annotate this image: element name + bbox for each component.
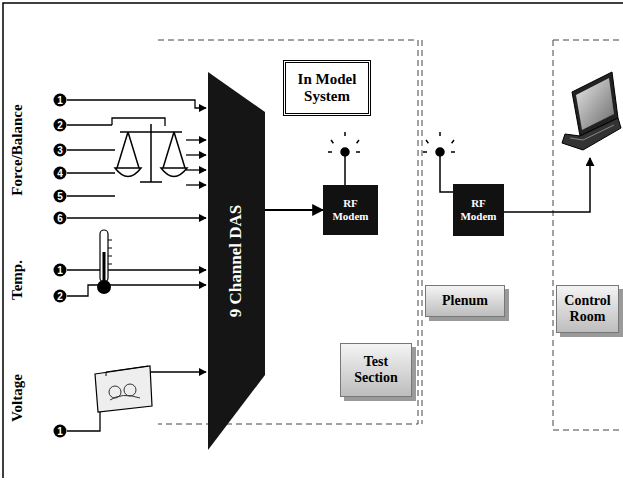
callout-number: 4	[54, 167, 67, 180]
callout-number: 3	[54, 144, 67, 157]
node-text: Test Section	[347, 354, 405, 386]
callout-number: 2	[54, 290, 67, 303]
data-link	[502, 158, 590, 212]
group-label: Voltage	[9, 374, 26, 422]
callout-number: 5	[54, 190, 67, 203]
balance-symbol	[115, 124, 187, 182]
system-label-box: In Model System	[283, 60, 371, 116]
frame	[3, 3, 623, 478]
callout-number: 2	[54, 119, 67, 132]
antenna	[328, 132, 457, 192]
node-text: RF Modem	[456, 197, 501, 222]
node-text: RF Modem	[326, 197, 375, 222]
group-label: Temp.	[9, 260, 26, 300]
callout-number: 6	[54, 212, 67, 225]
laptop-icon	[562, 72, 621, 150]
node-text: 9 Channel DAS	[227, 205, 247, 317]
node-text: In Model System	[292, 71, 362, 105]
thermometer-symbol	[97, 230, 112, 294]
node-text: Control Room	[563, 293, 612, 325]
group-label: Force/Balance	[9, 104, 26, 195]
test-region	[158, 40, 418, 424]
section-label-box: Control Room	[556, 285, 619, 333]
sensor-wires	[67, 100, 206, 431]
section-label-box: Test Section	[340, 343, 412, 397]
callout-number: 1	[54, 94, 67, 107]
data-arrow	[265, 209, 323, 211]
rf-modem-box: RF Modem	[323, 185, 378, 235]
voltage-source-icon	[95, 366, 152, 412]
callout-number: 1	[54, 425, 67, 438]
node-text: Plenum	[442, 293, 488, 309]
section-label-box: Plenum	[425, 285, 505, 317]
control-region	[553, 40, 623, 430]
plenum-region	[422, 40, 423, 424]
rf-modem-box: RF Modem	[453, 184, 504, 236]
callout-number: 1	[54, 264, 67, 277]
das-trapezoid: 9 Channel DAS	[208, 72, 265, 450]
